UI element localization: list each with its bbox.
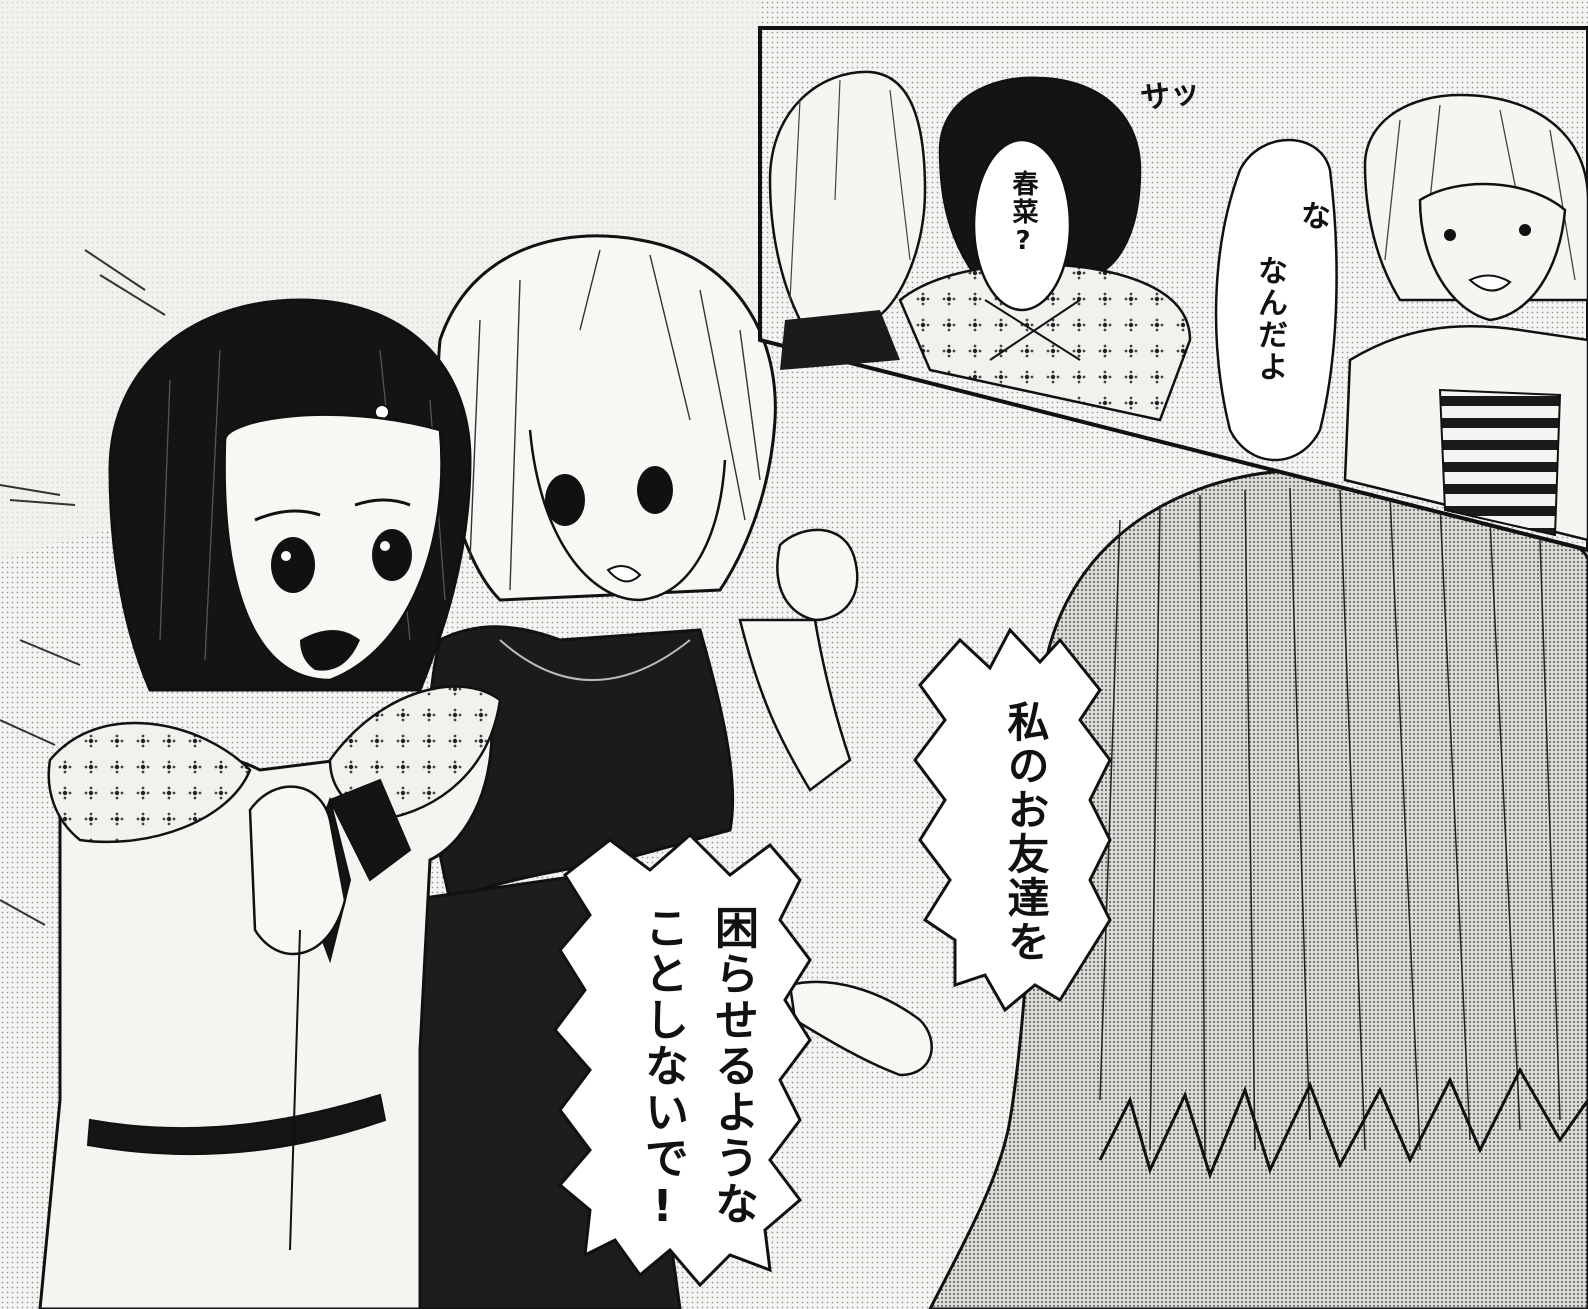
bubble-nandayo [1214,138,1338,462]
sfx-sound: サッ [1138,73,1203,117]
foreground-figure-back [928,468,1588,1309]
speech-nandayo: なんだよ [1252,255,1287,383]
speech-na: な [1295,200,1330,232]
speech-haruna: 春菜? [1008,170,1038,258]
inset-panel [758,26,1588,553]
bubble-haruna [972,138,1072,312]
bubble-dont-trouble [553,832,812,1288]
speech-friends: 私のお友達を [1001,700,1050,964]
speed-lines [0,249,166,926]
speech-dont-trouble-1: 困らせるような [707,905,758,1227]
speech-dont-trouble-2: ことしないで! [637,905,688,1234]
black-hair-girl [38,298,502,1309]
bubble-friends [913,627,1112,1013]
